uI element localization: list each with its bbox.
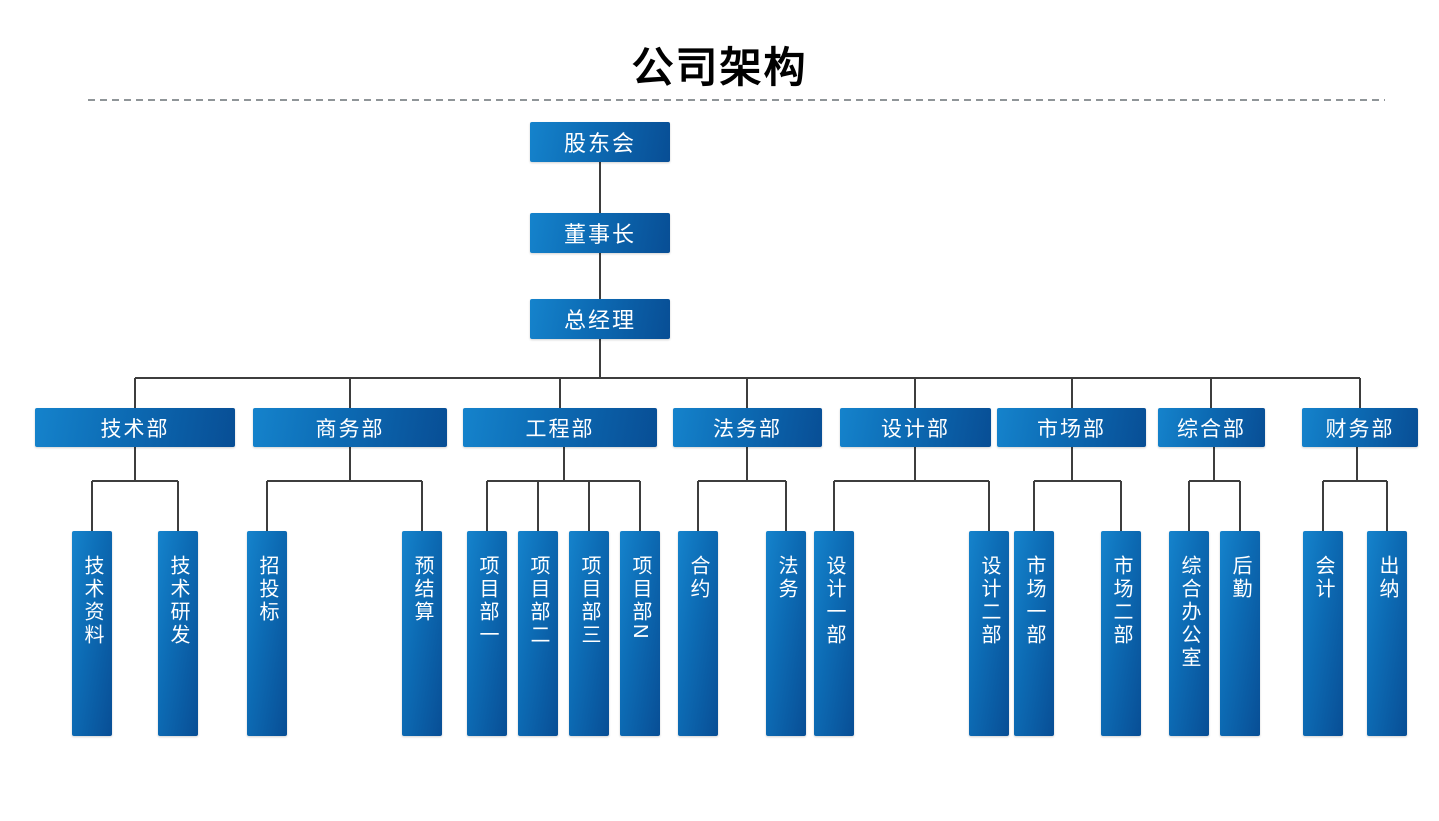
exec-box-general-manager: 总经理	[530, 299, 670, 339]
sub-label: 设计一部	[823, 555, 845, 647]
sub-box-bidding: 招投标	[247, 531, 287, 736]
sub-box-project-3: 项目部三	[569, 531, 609, 736]
sub-label: 法务	[775, 555, 797, 601]
exec-label: 股东会	[563, 131, 636, 156]
path-bracket-finance	[1322, 447, 1388, 531]
dept-box-marketing: 市场部	[997, 408, 1146, 447]
sub-label: 招投标	[256, 555, 278, 624]
sub-label: 市场二部	[1110, 555, 1132, 647]
page-title: 公司架构	[631, 44, 808, 91]
sub-label: 市场一部	[1023, 555, 1045, 647]
dept-label: 设计部	[881, 417, 950, 441]
path-main-distribution	[134, 377, 1361, 408]
sub-label: 项目部一	[476, 555, 498, 647]
dept-box-technology: 技术部	[35, 408, 235, 447]
exec-label: 总经理	[563, 308, 636, 333]
sub-box-tech-docs: 技术资料	[72, 531, 112, 736]
sub-label: 出纳	[1376, 555, 1398, 601]
sub-box-accounting: 会计	[1303, 531, 1343, 736]
dept-label: 市场部	[1037, 417, 1106, 441]
dept-label: 技术部	[100, 417, 170, 441]
sub-label: 项目部二	[527, 555, 549, 647]
sub-label: 后勤	[1229, 555, 1251, 601]
sub-label: 合约	[687, 555, 709, 601]
path-bracket-engineering	[486, 447, 641, 531]
sub-label: 设计二部	[978, 555, 1000, 647]
sub-box-contracts: 合约	[678, 531, 718, 736]
dept-box-business: 商务部	[253, 408, 447, 447]
title-divider	[88, 99, 1385, 101]
path-bracket-design	[833, 447, 990, 531]
dept-box-finance: 财务部	[1302, 408, 1418, 447]
sub-box-marketing-1: 市场一部	[1014, 531, 1054, 736]
exec-label: 董事长	[563, 222, 636, 247]
dept-box-engineering: 工程部	[463, 408, 657, 447]
sub-label: 项目部三	[578, 555, 600, 647]
sub-box-project-1: 项目部一	[467, 531, 507, 736]
sub-box-budget-settlement: 预结算	[402, 531, 442, 736]
dept-label: 财务部	[1325, 417, 1395, 441]
dept-box-general-affairs: 综合部	[1158, 408, 1265, 447]
sub-box-design-1: 设计一部	[814, 531, 854, 736]
exec-box-shareholders: 股东会	[530, 122, 670, 162]
dept-box-legal: 法务部	[673, 408, 822, 447]
sub-label: 综合办公室	[1178, 555, 1200, 670]
sub-label: 技术资料	[81, 555, 103, 647]
path-bracket-general-affairs	[1188, 447, 1241, 531]
sub-box-marketing-2: 市场二部	[1101, 531, 1141, 736]
dept-label: 综合部	[1177, 417, 1246, 441]
path-bracket-marketing	[1033, 447, 1122, 531]
dept-box-design: 设计部	[840, 408, 991, 447]
sub-box-tech-rd: 技术研发	[158, 531, 198, 736]
exec-box-chairman: 董事长	[530, 213, 670, 253]
sub-label: 项目部N	[629, 555, 651, 642]
sub-box-design-2: 设计二部	[969, 531, 1009, 736]
sub-box-project-2: 项目部二	[518, 531, 558, 736]
dept-label: 法务部	[713, 417, 782, 441]
sub-box-general-office: 综合办公室	[1169, 531, 1209, 736]
path-bracket-business	[266, 447, 423, 531]
dept-label: 工程部	[525, 417, 595, 441]
path-bracket-technology	[91, 447, 179, 531]
sub-label: 预结算	[411, 555, 433, 624]
sub-label: 技术研发	[167, 555, 189, 647]
sub-box-cashier: 出纳	[1367, 531, 1407, 736]
path-bracket-legal	[697, 447, 787, 531]
sub-box-logistics: 后勤	[1220, 531, 1260, 736]
sub-box-project-n: 项目部N	[620, 531, 660, 736]
dept-label: 商务部	[315, 417, 385, 441]
sub-box-legal-affairs: 法务	[766, 531, 806, 736]
sub-label: 会计	[1312, 555, 1334, 601]
